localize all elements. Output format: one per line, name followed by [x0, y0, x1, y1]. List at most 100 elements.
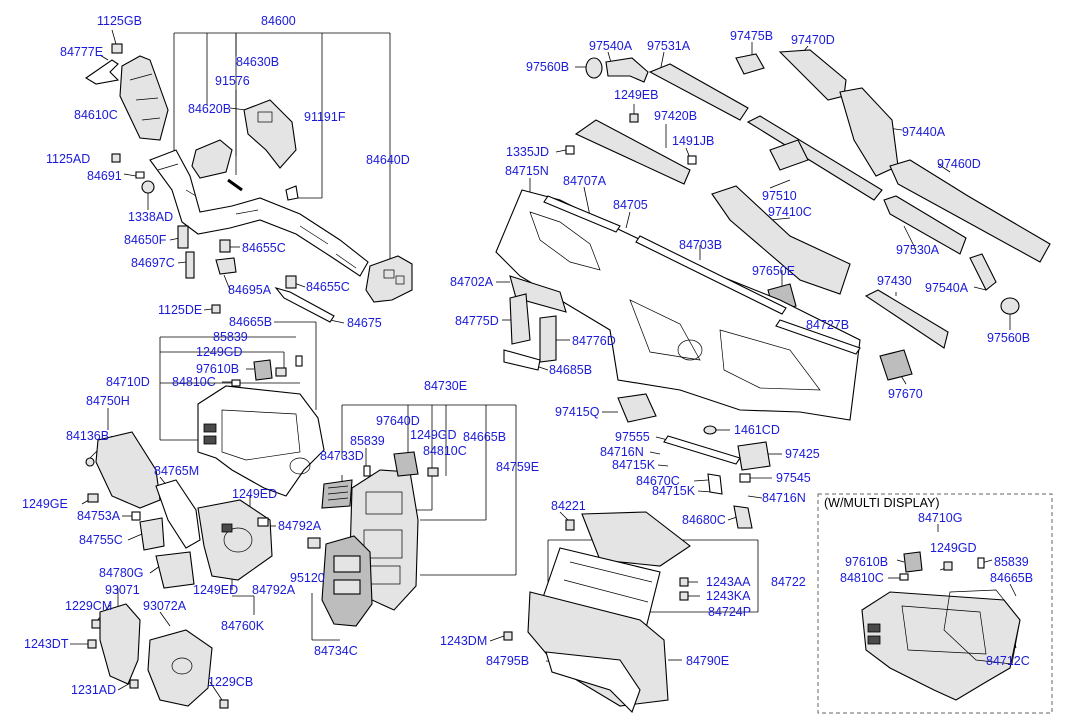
clip-1461cd [703, 425, 717, 435]
strip-84707a [543, 195, 621, 233]
label-84691: 84691 [87, 169, 122, 183]
label-84665b-b: 84665B [463, 430, 506, 444]
label-84755c: 84755C [79, 533, 123, 547]
label-84727b: 84727B [806, 318, 849, 332]
bracket-84702a [509, 275, 567, 313]
grille-84733d [321, 479, 353, 509]
label-97440a: 97440A [902, 125, 946, 139]
label-97425: 97425 [785, 447, 820, 461]
hose-97560b-b [1000, 297, 1020, 315]
crossmember-84650f [149, 149, 369, 277]
label-85839-a: 85839 [213, 330, 248, 344]
duct-97510 [746, 115, 883, 201]
label-97545: 97545 [776, 471, 811, 485]
label-1249ed-b: 1249ED [193, 583, 238, 597]
duct-97420b [574, 119, 691, 185]
bracket-84795b [545, 651, 641, 713]
label-97555: 97555 [615, 430, 650, 444]
bracket-84776d [539, 315, 557, 363]
strip-97555 [663, 435, 741, 465]
duct-97460d [889, 159, 1051, 263]
label-84715k-b: 84715K [652, 484, 696, 498]
label-84750h: 84750H [86, 394, 130, 408]
label-1243aa: 1243AA [706, 575, 751, 589]
frame-84712c [943, 589, 1021, 665]
label-84810c-a: 84810C [172, 375, 216, 389]
cover-93072a [147, 629, 213, 707]
label-97410c: 97410C [768, 205, 812, 219]
label-97470d: 97470D [791, 33, 835, 47]
label-84703b: 84703B [679, 238, 722, 252]
clip-85839-b [363, 465, 371, 477]
label-84734c: 84734C [314, 644, 358, 658]
duct-97470d [778, 49, 847, 101]
cover-93071 [99, 603, 141, 685]
label-91576: 91576 [215, 74, 250, 88]
label-84765m: 84765M [154, 464, 199, 478]
bolt-1243dm [503, 631, 513, 641]
multi-display-header: (W/MULTI DISPLAY) [824, 496, 940, 510]
label-85839-b: 85839 [350, 434, 385, 448]
clip-85839-c [977, 557, 985, 569]
label-93071: 93071 [105, 583, 140, 597]
label-84776d: 84776D [572, 334, 616, 348]
hose-97560b-a [585, 57, 603, 79]
panel-84734c [321, 535, 373, 627]
label-97420b: 97420B [654, 109, 697, 123]
bolt-1249gd-c [943, 561, 953, 571]
label-97415q: 97415Q [555, 405, 600, 419]
duct-97410c [711, 185, 851, 295]
label-95120: 95120 [290, 571, 325, 585]
panel-84760k [197, 499, 273, 581]
pocket-84780g [155, 551, 195, 589]
panel-84750h [85, 431, 161, 509]
label-84630b: 84630B [236, 55, 279, 69]
bolt-1249gd-b [427, 467, 439, 477]
vent-97610b-b [903, 551, 923, 573]
label-85839-c: 85839 [994, 555, 1029, 569]
clip-84810c-c [899, 573, 909, 581]
label-84620b: 84620B [188, 102, 231, 116]
label-84733d: 84733D [320, 449, 364, 463]
bolt-1231ad [129, 679, 139, 689]
bolt-1249eb [629, 113, 639, 123]
label-84792a-b: 84792A [252, 583, 296, 597]
label-84707a: 84707A [563, 174, 607, 188]
bolt-1243dt [87, 639, 97, 649]
label-97460d: 97460D [937, 157, 981, 171]
label-97650e: 97650E [752, 264, 795, 278]
label-97610b-b: 97610B [845, 555, 888, 569]
bolt-1125de [211, 304, 221, 314]
label-97530a: 97530A [896, 243, 940, 257]
label-84792a-a: 84792A [278, 519, 322, 533]
label-84810c-c: 84810C [840, 571, 884, 585]
panel-84710g [861, 591, 1021, 701]
label-1229cb: 1229CB [208, 675, 253, 689]
bolt-1249ge [87, 493, 99, 503]
part-84610c [119, 55, 169, 141]
cover-97425 [737, 441, 771, 471]
duct-97530a [883, 195, 967, 255]
label-84722: 84722 [771, 575, 806, 589]
label-84675: 84675 [347, 316, 382, 330]
clip-84810c-a [231, 379, 241, 387]
label-1249ge: 1249GE [22, 497, 68, 511]
label-97540a-a: 97540A [589, 39, 633, 53]
label-97430: 97430 [877, 274, 912, 288]
multi-display-box [817, 493, 1053, 714]
label-84710d: 84710D [106, 375, 150, 389]
label-1243dt: 1243DT [24, 637, 69, 651]
label-84715n: 84715N [505, 164, 549, 178]
label-1249gd-b: 1249GD [410, 428, 457, 442]
bolt-84221 [565, 519, 575, 531]
label-97560b-a: 97560B [526, 60, 569, 74]
label-1229cm: 1229CM [65, 599, 112, 613]
panel-84710d [197, 385, 325, 497]
part-84777e [84, 59, 120, 85]
vent-97640d [393, 451, 419, 477]
bracket-84775d [509, 293, 531, 345]
label-1231ad: 1231AD [71, 683, 116, 697]
part-84695a [215, 257, 237, 275]
part-84675 [274, 286, 335, 323]
